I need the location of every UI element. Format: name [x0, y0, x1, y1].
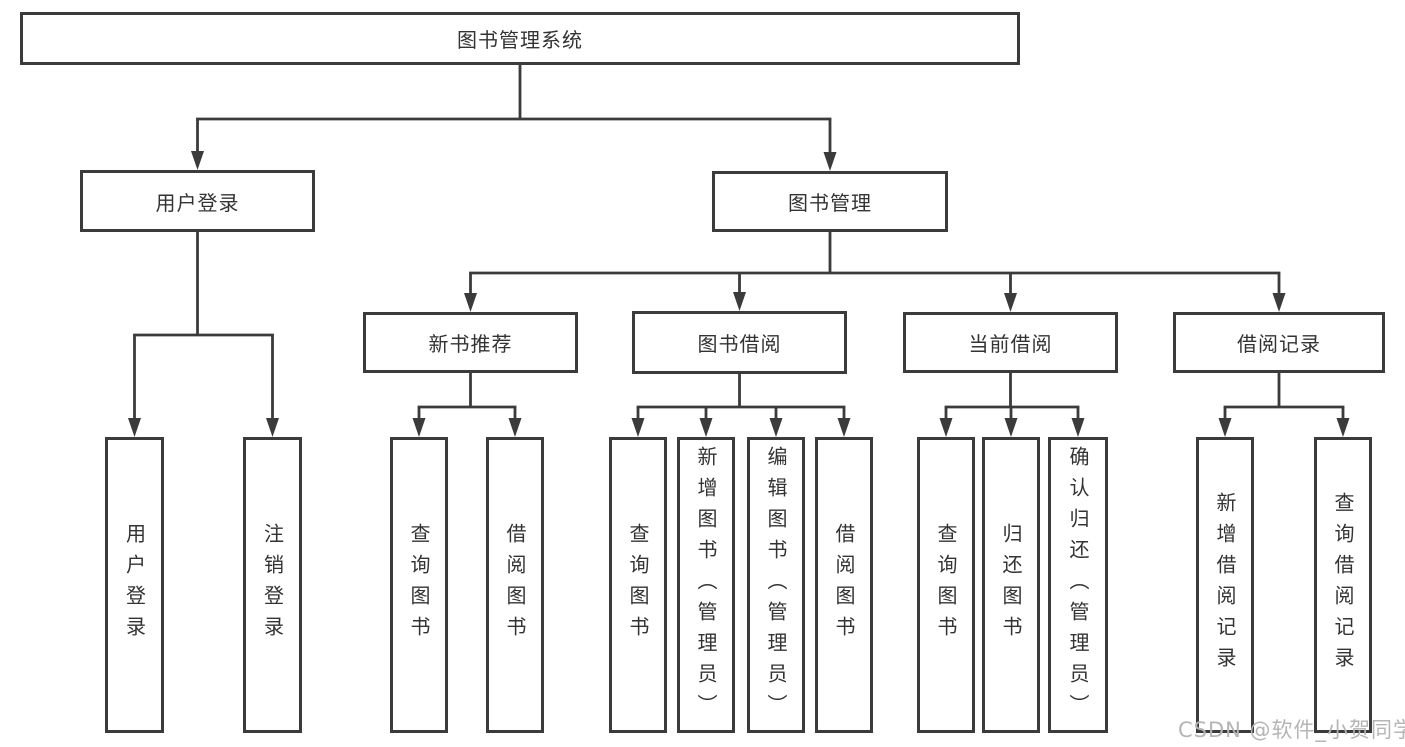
leaf-confirm-return-admin-label: 确认归还（管理员） — [1066, 445, 1090, 725]
leaf-query-books-current: 查询图书 — [917, 437, 975, 733]
node-new-book-recommend-label: 新书推荐 — [428, 332, 513, 356]
leaf-borrow-books-recommend: 借阅图书 — [486, 437, 544, 733]
node-user-login: 用户登录 — [80, 170, 315, 232]
node-library-system-label: 图书管理系统 — [457, 28, 583, 52]
leaf-confirm-return-admin: 确认归还（管理员） — [1048, 437, 1108, 733]
node-library-system: 图书管理系统 — [20, 12, 1020, 65]
leaf-edit-book-admin-label: 编辑图书（管理员） — [764, 445, 788, 725]
node-current-borrow: 当前借阅 — [903, 312, 1118, 373]
leaf-borrow-books-label: 借阅图书 — [832, 523, 856, 647]
leaf-query-borrow-record-label: 查询借阅记录 — [1331, 492, 1355, 678]
node-book-borrow-label: 图书借阅 — [697, 332, 782, 356]
leaf-query-borrow-record: 查询借阅记录 — [1314, 437, 1372, 733]
node-borrow-records-label: 借阅记录 — [1237, 332, 1321, 356]
node-current-borrow-label: 当前借阅 — [968, 332, 1053, 356]
leaf-logout-label: 注销登录 — [260, 523, 285, 647]
node-book-management: 图书管理 — [712, 171, 948, 232]
leaf-user-login: 用户登录 — [105, 437, 164, 733]
leaf-query-books-recommend-label: 查询图书 — [407, 523, 431, 647]
leaf-return-books: 归还图书 — [982, 437, 1040, 733]
leaf-return-books-label: 归还图书 — [999, 523, 1023, 647]
leaf-edit-book-admin: 编辑图书（管理员） — [747, 437, 805, 733]
node-book-borrow: 图书借阅 — [632, 311, 847, 374]
leaf-add-book-admin-label: 新增图书（管理员） — [694, 445, 718, 725]
node-borrow-records: 借阅记录 — [1173, 312, 1385, 373]
watermark-text: CSDN @软件_小贺同学 — [1178, 718, 1405, 742]
leaf-borrow-books: 借阅图书 — [815, 437, 873, 733]
leaf-borrow-books-recommend-label: 借阅图书 — [503, 523, 527, 647]
leaf-query-books-recommend: 查询图书 — [390, 437, 448, 733]
leaf-user-login-label: 用户登录 — [122, 523, 147, 647]
leaf-query-books-current-label: 查询图书 — [934, 523, 958, 647]
node-book-management-label: 图书管理 — [788, 191, 872, 215]
node-user-login-label: 用户登录 — [155, 190, 240, 215]
leaf-add-book-admin: 新增图书（管理员） — [677, 437, 735, 733]
leaf-logout: 注销登录 — [243, 437, 302, 733]
watermark: CSDN @软件_小贺同学 — [1178, 714, 1405, 744]
leaf-add-borrow-record: 新增借阅记录 — [1196, 437, 1254, 733]
leaf-add-borrow-record-label: 新增借阅记录 — [1213, 492, 1237, 678]
leaf-query-books-borrow-label: 查询图书 — [626, 523, 650, 647]
node-new-book-recommend: 新书推荐 — [363, 312, 578, 373]
leaf-query-books-borrow: 查询图书 — [609, 437, 667, 733]
